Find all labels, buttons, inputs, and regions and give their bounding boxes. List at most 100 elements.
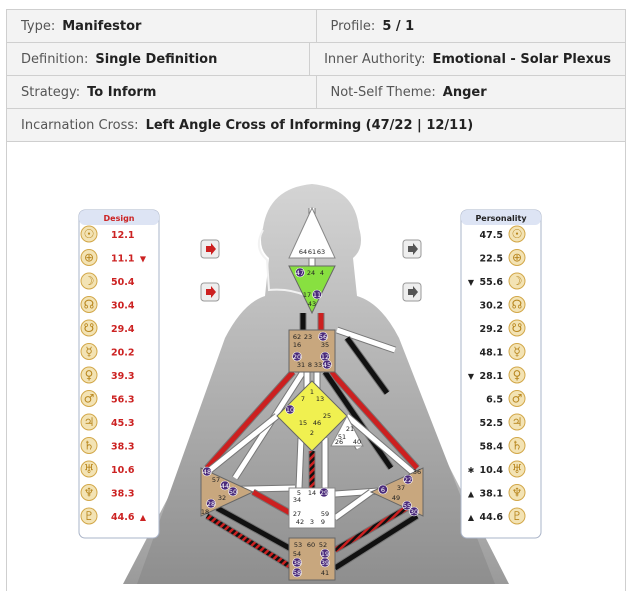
definition-value: Single Definition: [95, 51, 218, 67]
active-gate-marker: [292, 557, 302, 568]
active-gate-marker: [292, 351, 302, 362]
gate-number: 7: [301, 395, 305, 403]
planet-mark: ✱: [468, 466, 475, 475]
chart-info-table: Type:Manifestor Profile:5 / 1 Definition…: [6, 9, 626, 142]
gate-number: 29: [320, 489, 328, 497]
gate-number: 23: [304, 333, 312, 341]
planet-icon-bg: [80, 319, 98, 337]
notself-cell: Not-Self Theme: Anger: [315, 76, 626, 108]
channel-line: [322, 370, 394, 470]
gate-number: 43: [308, 300, 316, 308]
bodygraph-area: Design ☉12.1⊕11.1▼☽50.4☊30.4☋29.4☿20.2♀3…: [6, 138, 626, 591]
planet-panels: Design ☉12.1⊕11.1▼☽50.4☊30.4☋29.4☿20.2♀3…: [78, 209, 542, 539]
active-gate-marker: [206, 498, 216, 509]
planet-gate-value: 56.3: [111, 395, 134, 406]
planet-icon-bg: [508, 460, 526, 478]
saturn-icon: ♄: [84, 439, 95, 453]
definition-label: Definition:: [21, 51, 89, 67]
gate-number: 24: [307, 269, 315, 277]
jupiter-icon: ♃: [512, 415, 523, 429]
planet-gate-value: 38.3: [111, 442, 134, 453]
planet-icon-bg: [80, 249, 98, 266]
gate-number: 59: [321, 510, 329, 518]
channel-line: [333, 489, 373, 521]
notself-value: Anger: [442, 84, 487, 100]
gate-number: 64: [299, 248, 307, 256]
profile-cell: Profile:5 / 1: [315, 10, 626, 42]
planet-mark: ▲: [468, 490, 475, 499]
gate-number: 20: [293, 353, 301, 361]
moon-icon: ☽: [84, 274, 95, 288]
planet-row: ♃45.3: [80, 413, 134, 431]
gate-number: 1: [310, 388, 314, 396]
bodygraph-svg: Design ☉12.1⊕11.1▼☽50.4☊30.4☋29.4☿20.2♀3…: [78, 184, 542, 584]
planet-gate-value: 11.1: [111, 254, 134, 265]
planet-gate-value: 48.1: [480, 348, 503, 359]
personality-arrow-top[interactable]: [402, 239, 422, 259]
gate-number: 17: [303, 291, 311, 299]
mars-icon: ♂: [84, 392, 95, 406]
profile-label: Profile:: [330, 18, 376, 34]
active-gate-marker: [409, 506, 419, 517]
planet-gate-value: 47.5: [480, 230, 503, 241]
gate-number: 32: [218, 494, 226, 502]
planet-icon-bg: [508, 390, 526, 407]
planet-row: ♅10.4✱: [468, 460, 526, 478]
gate-number: 6: [381, 486, 385, 494]
planet-gate-value: 38.1: [480, 489, 503, 500]
planet-gate-value: 28.1: [480, 371, 503, 382]
planet-icon-bg: [80, 296, 98, 313]
gate-number: 38: [293, 559, 301, 567]
planet-row: ☊30.2: [480, 296, 526, 313]
personality-arrow-bottom[interactable]: [402, 282, 422, 302]
planet-row: ☋29.4: [80, 319, 135, 337]
planet-row: ♆38.3: [80, 484, 134, 501]
channels-layer: [200, 208, 424, 571]
gate-number: 57: [212, 476, 220, 484]
planet-icon-bg: [508, 507, 526, 525]
pluto-icon: ♇: [84, 509, 95, 523]
moon-icon: ☽: [512, 274, 523, 288]
planet-icon-bg: [508, 366, 526, 384]
gate-number: 51: [338, 433, 346, 441]
planet-icon-bg: [80, 507, 98, 525]
planet-icon-bg: [80, 460, 98, 478]
gate-number: 61: [308, 248, 316, 256]
channel-line: [296, 437, 304, 489]
gate-number: 62: [293, 333, 301, 341]
planet-row: ♃52.5: [480, 413, 526, 431]
planet-gate-value: 6.5: [486, 395, 503, 406]
channel-line: [203, 414, 279, 476]
planet-icon-bg: [508, 484, 526, 501]
planet-gate-value: 12.1: [111, 230, 134, 241]
design-arrow-bottom[interactable]: [200, 282, 220, 302]
gate-number: 47: [296, 269, 304, 277]
uranus-icon: ♅: [84, 462, 95, 476]
venus-icon: ♀: [85, 368, 94, 382]
planet-gate-value: 10.6: [111, 465, 135, 476]
gate-number: 46: [313, 419, 321, 427]
planet-row: ♀ 39.3: [80, 366, 134, 384]
info-row-strategy: Strategy:To Inform Not-Self Theme:Anger: [7, 76, 625, 109]
gate-number: 9: [321, 518, 325, 526]
gate-number: 35: [321, 341, 329, 349]
planet-row: ☊30.4: [80, 296, 135, 313]
design-arrow-top[interactable]: [200, 239, 220, 259]
planet-gate-value: 29.4: [111, 324, 135, 335]
personality-panel-title: Personality: [475, 214, 527, 223]
gate-number: 52: [319, 541, 327, 549]
gate-number: 4: [320, 269, 324, 277]
definition-cell: Definition: Single Definition: [7, 43, 309, 75]
gate-number: 27: [293, 510, 301, 518]
notself-label: Not-Self Theme:: [330, 84, 436, 100]
planet-row: ♅ 10.6: [80, 460, 135, 478]
active-gate-marker: [402, 500, 412, 511]
planet-row: ♄ 38.3: [80, 437, 134, 454]
gate-number: 5: [297, 489, 301, 497]
north-node-icon: ☊: [512, 298, 523, 312]
planet-gate-value: 39.3: [111, 371, 134, 382]
gate-number: 3: [310, 518, 314, 526]
gate-number: 26: [335, 438, 343, 446]
gate-number: 60: [307, 541, 315, 549]
